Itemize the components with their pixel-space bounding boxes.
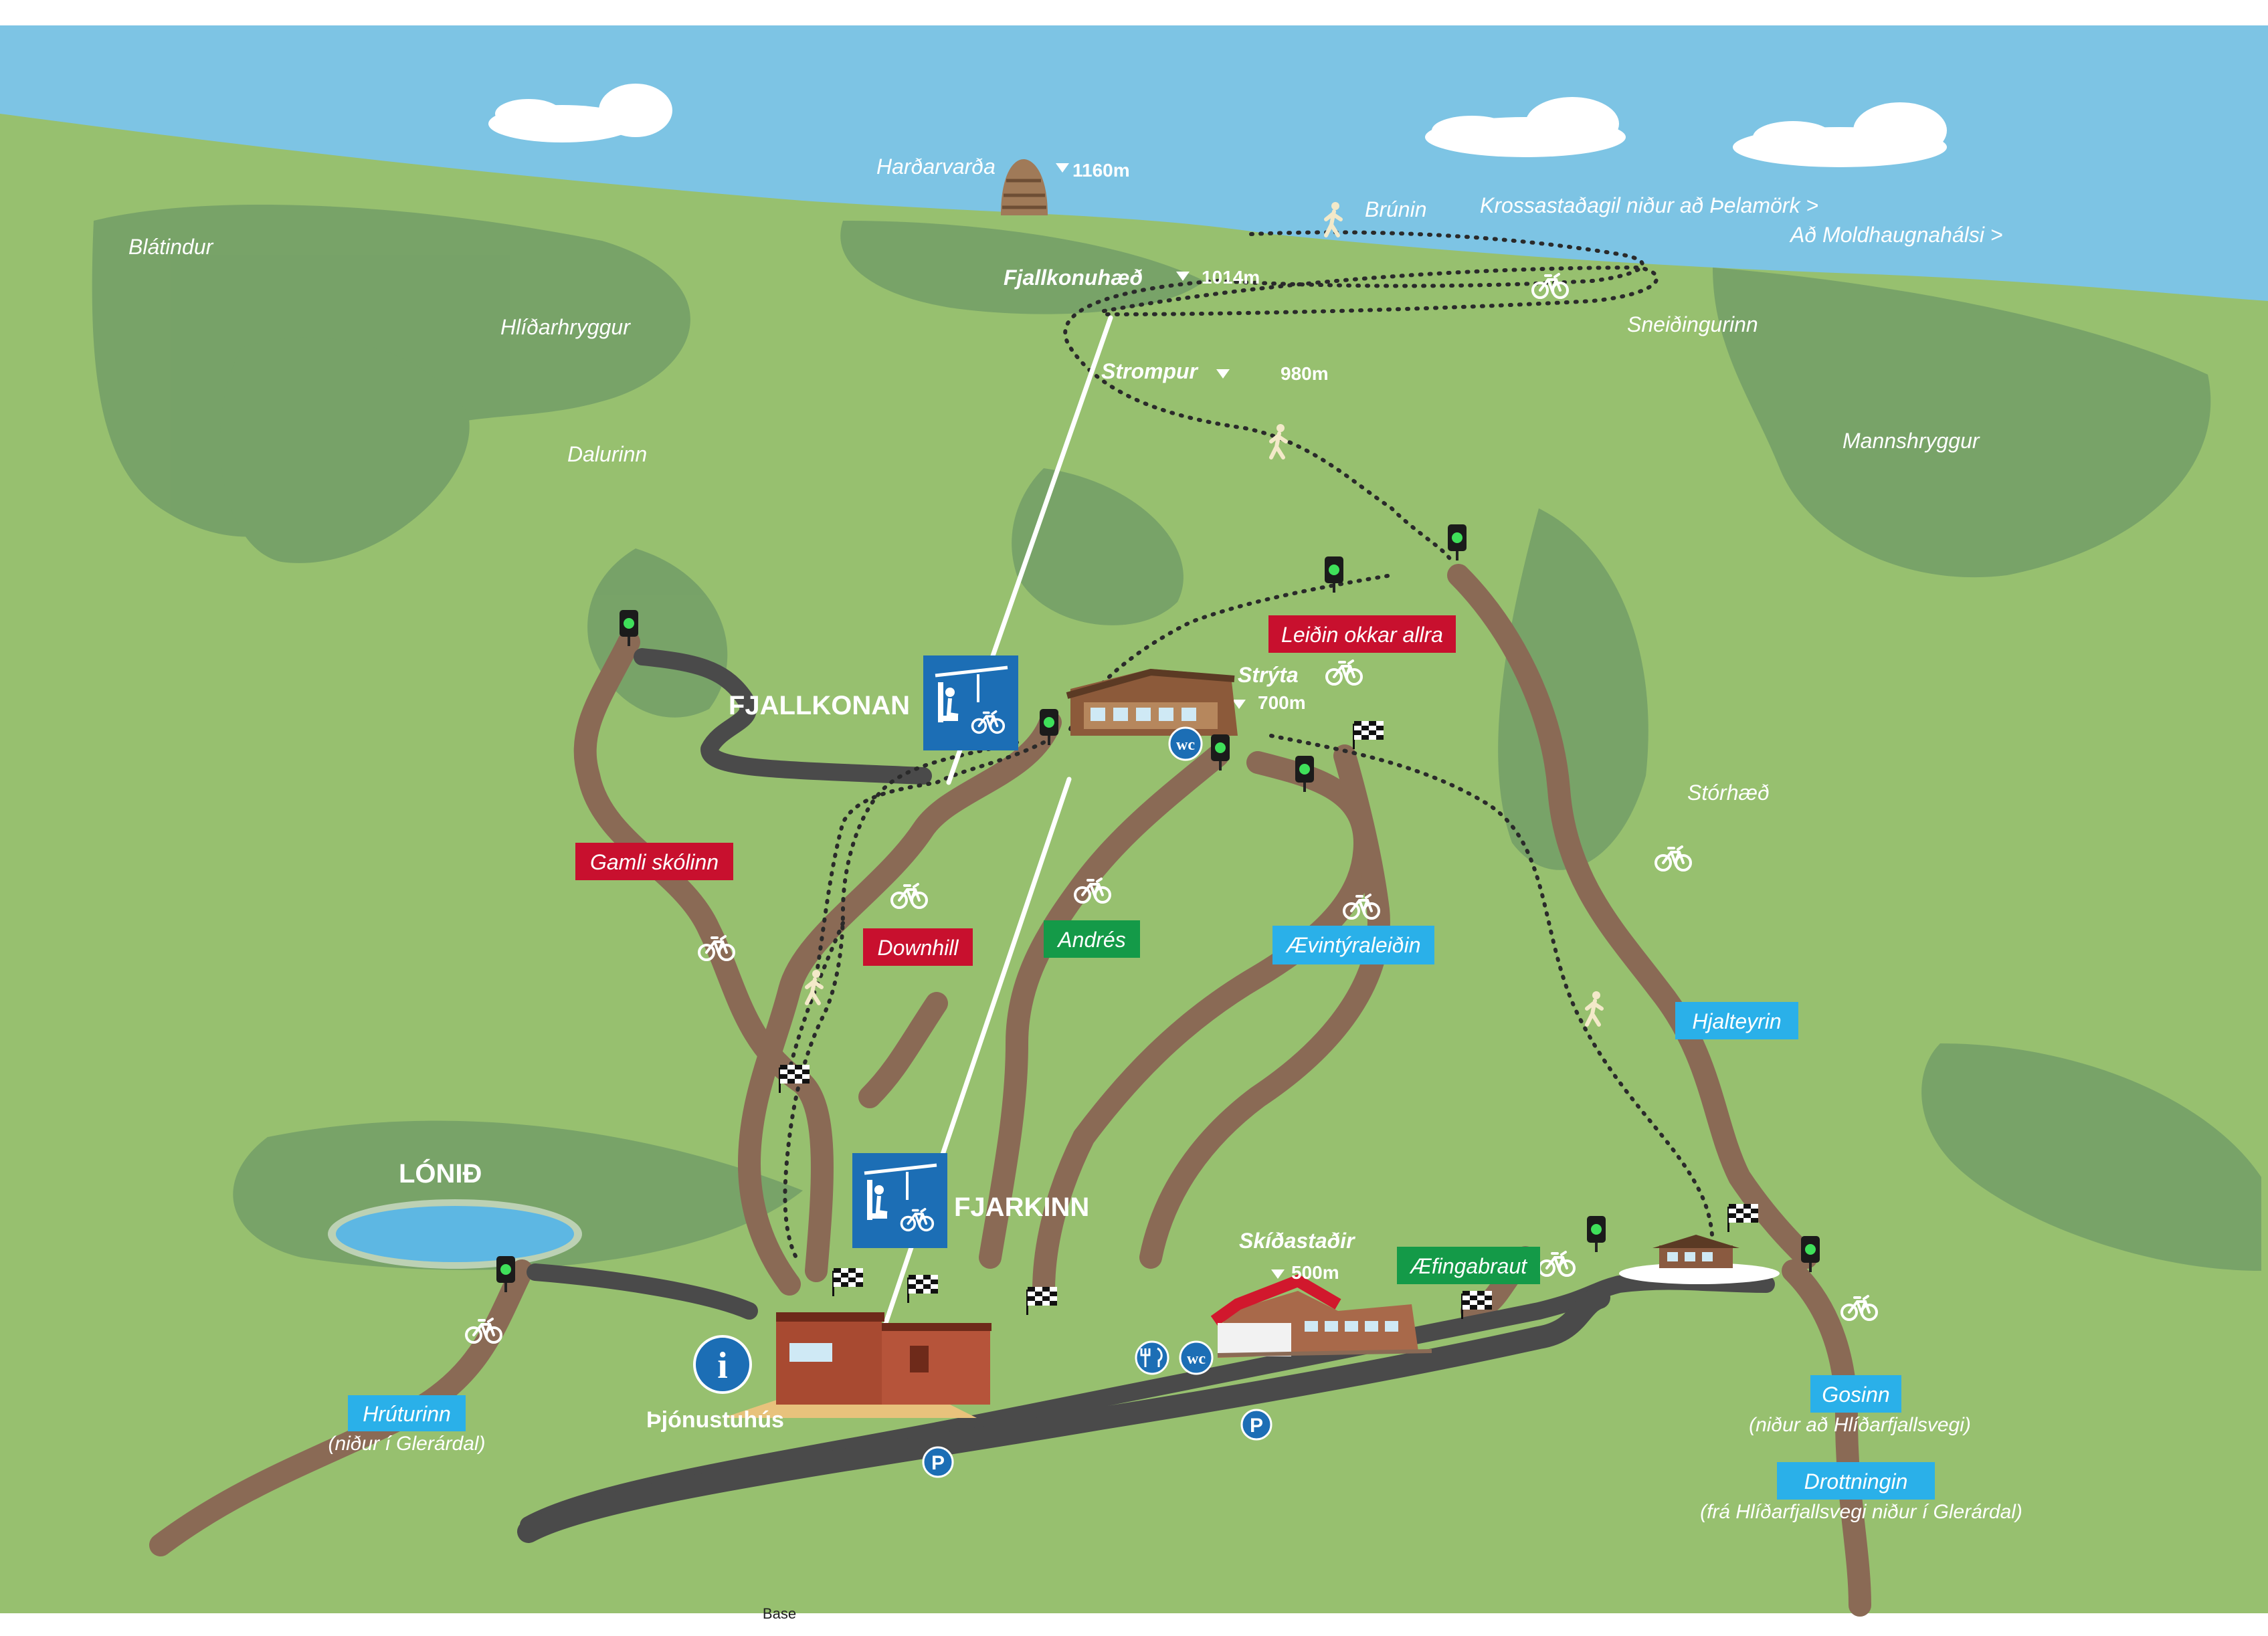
box-drottningin: [1777, 1462, 1935, 1500]
label-downhill: Downhill: [878, 936, 959, 960]
label-hruturinn-sub: (niður í Glerárdal): [328, 1433, 485, 1455]
svg-text:P: P: [1250, 1415, 1263, 1437]
skidastadir-lodge: [1210, 1274, 1432, 1358]
stryta-hut: [1066, 668, 1238, 736]
info-symbol: i: [717, 1345, 728, 1387]
hjalteyrin-hut: [1619, 1235, 1780, 1284]
ridge-shading: [92, 205, 2261, 1271]
label-fjallkonan: FJALLKONAN: [729, 691, 910, 720]
cloud-right: [1733, 102, 1947, 167]
label-strompur-elevation: 980m: [1281, 363, 1329, 384]
label-fjallkonuhaed-elevation: 1014m: [1202, 267, 1260, 288]
label-hjalteyrin: Hjalteyrin: [1692, 1009, 1781, 1033]
svg-text:P: P: [931, 1452, 945, 1474]
box-aevintyraleidin: [1272, 926, 1434, 964]
parking-icon: P: [922, 1446, 954, 1478]
label-storhaed: Stórhæð: [1687, 781, 1770, 805]
restaurant-icon: [1135, 1340, 1169, 1375]
label-stryta-elevation: 700m: [1258, 692, 1306, 713]
label-leidin-okkar-allra: Leiðin okkar allra: [1281, 623, 1443, 647]
info-icon: i: [693, 1335, 752, 1394]
label-brunin: Brúnin: [1365, 197, 1427, 221]
summit-markers: [1056, 163, 1285, 1279]
lake-water: [336, 1206, 574, 1262]
label-hardarvarda-elevation: 1160m: [1072, 160, 1130, 181]
label-lonid: LÓNIÐ: [399, 1158, 482, 1189]
label-mannshryggur: Mannshryggur: [1842, 429, 1980, 453]
box-andres: [1044, 920, 1140, 958]
label-thjonustuhus: Þjónustuhús: [646, 1407, 784, 1433]
label-dalurinn: Dalurinn: [567, 442, 647, 466]
fjallkonan-lift-icon: [923, 655, 1018, 750]
box-downhill: [863, 928, 973, 966]
label-fjallkonuhaed: Fjallkonuhæð: [1004, 266, 1143, 290]
cloud-mid: [1425, 97, 1626, 157]
label-aefingabraut: Æfingabraut: [1409, 1254, 1527, 1278]
box-gosinn: [1810, 1375, 1901, 1413]
caption: Base: [762, 1605, 797, 1622]
svg-text:wc: wc: [1176, 736, 1195, 754]
box-leidin-okkar-allra: [1268, 615, 1456, 653]
label-moldhaugnahalsi: Að Moldhaugnahálsi >: [1789, 223, 2003, 247]
label-gosinn-sub: (niður að Hlíðarfjallsvegi): [1749, 1414, 1971, 1436]
label-krossastadagil: Krossastaðagil niður að Þelamörk >: [1480, 193, 1818, 217]
parking-icon-2: P: [1240, 1409, 1272, 1441]
box-aefingabraut: [1397, 1247, 1540, 1284]
label-strompur: Strompur: [1101, 359, 1199, 383]
label-sneidingurinn: Sneiðingurinn: [1627, 312, 1758, 336]
service-building: [723, 1312, 991, 1418]
fjarkinn-lift-icon: [852, 1153, 947, 1248]
label-hruturinn: Hrúturinn: [363, 1402, 451, 1426]
main-road: [517, 1286, 1610, 1543]
label-drottningin: Drottningin: [1804, 1469, 1908, 1494]
label-aevintyraleidin: Ævintýraleiðin: [1285, 933, 1421, 957]
box-gamli-skolinn: [575, 843, 733, 880]
box-hruturinn: [348, 1395, 466, 1431]
label-gamli-skolinn: Gamli skólinn: [590, 850, 719, 874]
label-stryta: Strýta: [1238, 663, 1299, 687]
label-drottningin-sub: (frá Hlíðarfjallsvegi niður í Glerárdal): [1700, 1501, 2022, 1523]
label-fjarkinn: FJARKINN: [954, 1193, 1089, 1222]
label-skidastadir-elevation: 500m: [1291, 1262, 1339, 1283]
box-hjalteyrin: [1675, 1002, 1798, 1039]
cloud-left: [488, 84, 672, 142]
label-hardarvarda: Harðarvarða: [876, 155, 996, 179]
label-skidastadir: Skíðastaðir: [1239, 1229, 1355, 1253]
label-hlidarhryggur: Hlíðarhryggur: [500, 315, 631, 339]
wc-icon-lodge: wc: [1179, 1340, 1214, 1375]
label-blatindur: Blátindur: [128, 235, 214, 259]
label-gosinn: Gosinn: [1822, 1383, 1889, 1407]
svg-text:wc: wc: [1187, 1350, 1206, 1368]
label-andres: Andrés: [1056, 928, 1125, 952]
wc-icon: wc: [1168, 726, 1203, 761]
cairn-icon: [1001, 159, 1048, 215]
